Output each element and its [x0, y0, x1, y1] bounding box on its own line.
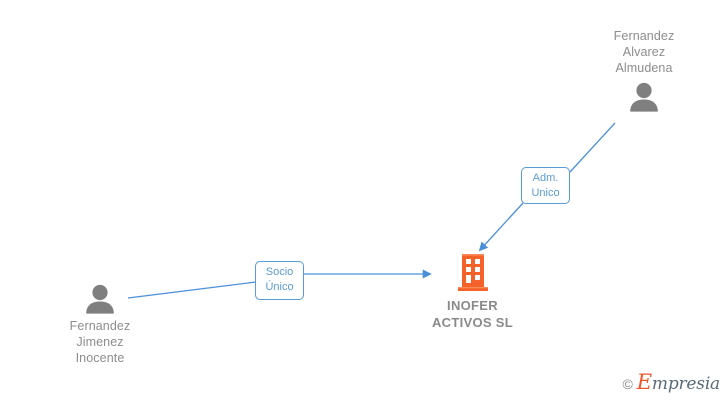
copyright-icon: ©	[622, 376, 633, 392]
node-person-fernandez-jimenez-inocente[interactable]: Fernandez Jimenez Inocente	[28, 284, 172, 366]
brand-rest: mpresia	[651, 374, 720, 394]
person-icon	[28, 284, 172, 314]
company-building-icon	[405, 252, 540, 294]
relation-label-adm-unico[interactable]: Adm. Unico	[521, 167, 570, 204]
person-icon	[567, 82, 721, 112]
brand-initial: E	[636, 370, 652, 394]
person-label: Fernandez Jimenez Inocente	[69, 319, 131, 365]
company-label: INOFER ACTIVOS SL	[431, 298, 513, 330]
watermark-empresia: © Empresia	[622, 372, 720, 393]
node-person-fernandez-alvarez-almudena[interactable]: Fernandez Alvarez Almudena	[567, 28, 721, 112]
relation-label-socio-unico[interactable]: Socio Único	[255, 261, 304, 300]
person-label: Fernandez Alvarez Almudena	[613, 29, 675, 75]
node-company-inofer-activos-sl[interactable]: INOFER ACTIVOS SL	[405, 252, 540, 331]
brand-wordmark: Empresia	[637, 372, 720, 393]
